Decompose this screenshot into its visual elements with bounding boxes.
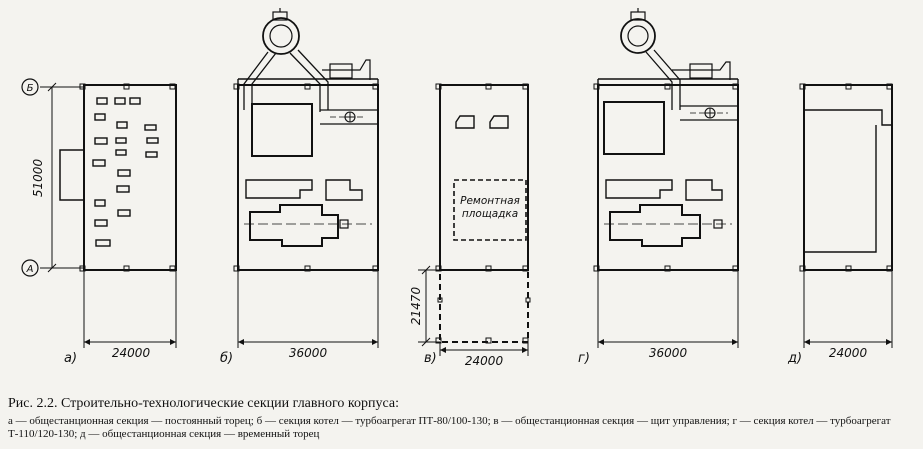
- axis-label-bottom: А: [26, 264, 34, 275]
- section-d-letter: д): [787, 351, 802, 366]
- axis-marker-top: Б: [21, 78, 39, 96]
- section-v: [418, 83, 531, 356]
- axis-marker-bottom: А: [21, 259, 39, 277]
- section-g: [593, 8, 739, 348]
- section-a-width: 24000: [112, 346, 151, 360]
- repair-area-label-1: Ремонтная: [460, 195, 520, 207]
- repair-area-label-2: площадка: [462, 208, 518, 220]
- section-g-letter: г): [578, 351, 590, 366]
- axis-label-top: Б: [27, 83, 34, 94]
- section-v-width: 24000: [465, 354, 504, 368]
- section-v-letter: в): [424, 351, 437, 366]
- height-dimension: 51000: [31, 159, 45, 198]
- section-g-width: 36000: [649, 346, 688, 360]
- section-b: [233, 8, 379, 348]
- section-d-width: 24000: [829, 346, 868, 360]
- section-b-width: 36000: [289, 346, 328, 360]
- section-a-letter: а): [64, 351, 77, 366]
- sections-drawing: Б А 51000 а) 24000: [21, 8, 893, 368]
- section-d: [799, 83, 893, 348]
- caption-title: Рис. 2.2. Строительно-технологические се…: [8, 396, 399, 411]
- caption-description: а — общестанционная секция — постоянный …: [8, 415, 891, 440]
- extension-dimension: 21470: [409, 287, 423, 326]
- section-a: [59, 83, 177, 348]
- figure-caption: Рис. 2.2. Строительно-технологические се…: [8, 395, 918, 441]
- axis-lines: [40, 82, 84, 273]
- section-b-letter: б): [220, 351, 233, 366]
